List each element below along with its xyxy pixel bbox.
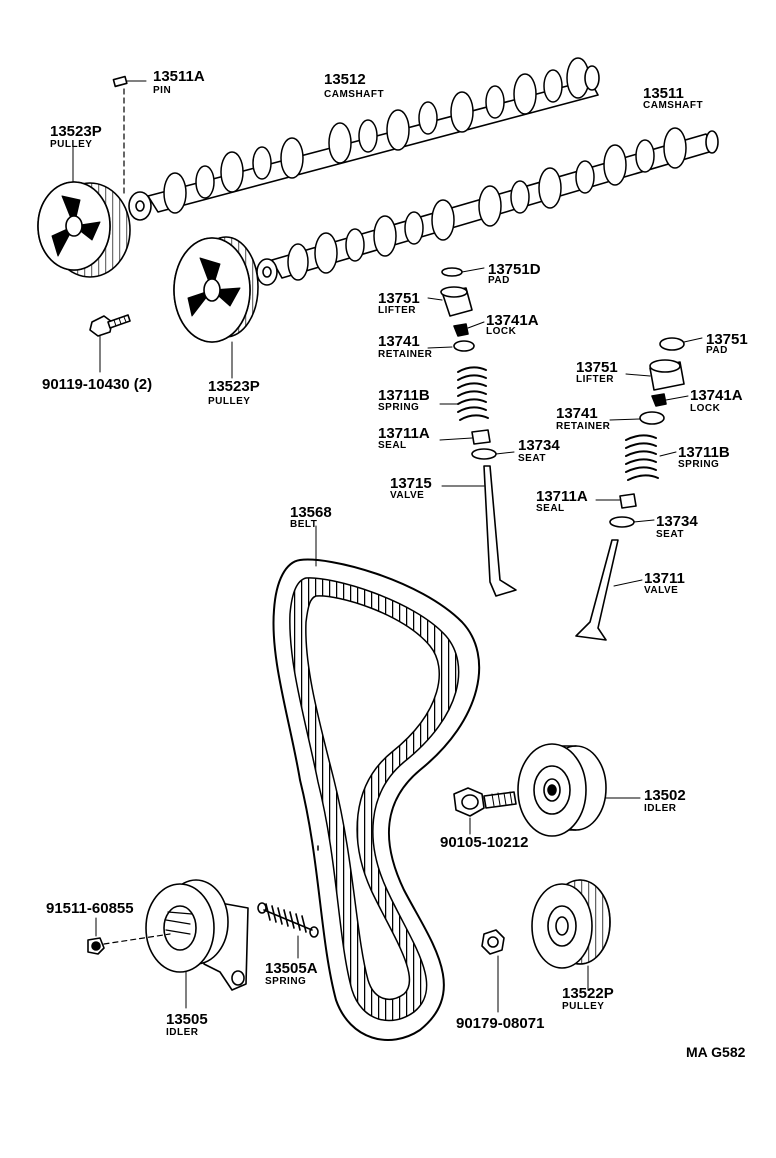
pulley-3-part-name: PULLEY [562,1001,605,1012]
retainer-2-part-name: RETAINER [556,421,611,432]
pulley-2-part-number: 13523P [208,378,260,395]
idler-2-part-name: IDLER [166,1027,199,1038]
pad-1-part-name: PAD [488,275,510,286]
pulley-13522p-drawing [531,879,611,991]
idler-1-part-number: 13502 [644,787,686,804]
seal-1-part-number: 13711A [378,425,430,442]
spring-13505a-drawing [257,902,319,959]
camshaft-1-part-name: CAMSHAFT [324,89,385,100]
pulley-1-part-name: PULLEY [50,139,93,150]
lifter-1-part-number: 13751 [378,290,420,307]
pulley-2-part-name: PULLEY [208,396,251,407]
lock-1-part-number: 13741A [486,312,539,329]
seat-1-part-name: SEAT [518,453,546,464]
valve-1-part-name: VALVE [390,490,425,501]
spring-1-part-name: SPRING [378,402,420,413]
camshaft-13512-drawing [128,57,600,221]
diagram-reference-code: MA G582 [686,1044,746,1060]
valve-2-part-number: 13711 [644,570,685,587]
spring-2-part-name: SPRING [678,459,720,470]
valve-train-right-drawing [575,337,703,641]
seat-2-part-number: 13734 [656,513,698,530]
bolt-3-part-number: 91511-60855 [46,900,134,917]
lock-1-part-name: LOCK [486,326,517,337]
timing-belt-13568-drawing [272,525,481,1041]
idler-13502-drawing [517,743,641,837]
bolt-1-part-number: 90119-10430 (2) [42,376,153,393]
pad-2-part-name: PAD [706,345,728,356]
pulley-13523p-upper-drawing [37,142,131,278]
seal-2-part-name: SEAL [536,503,565,514]
idler-2-part-number: 13505 [166,1011,208,1028]
pulley-3-part-number: 13522P [562,985,614,1002]
nut-part-number: 90179-08071 [456,1015,545,1032]
seat-2-part-name: SEAT [656,529,684,540]
lifter-2-part-name: LIFTER [576,374,614,385]
lock-2-part-number: 13741A [690,387,743,404]
bolt-90105-10212-drawing [453,787,517,835]
pin-13511a-drawing [112,75,147,197]
seat-1-part-number: 13734 [518,437,560,454]
spring-1-part-number: 13711B [378,387,430,404]
pulley-1-part-number: 13523P [50,123,102,140]
pin-part-name: PIN [153,85,172,96]
nut-90179-08071-drawing [481,929,505,1013]
bolt-91511-60855-drawing [87,917,105,955]
retainer-1-part-name: RETAINER [378,349,433,360]
valve-2-part-name: VALVE [644,585,679,596]
camshaft-2-part-name: CAMSHAFT [643,100,704,111]
pad-1-part-number: 13751D [488,261,541,278]
camshaft-1-part-number: 13512 [324,71,366,88]
spring-3-part-number: 13505A [265,960,318,977]
belt-part-number: 13568 [290,504,332,521]
seal-2-part-number: 13711A [536,488,588,505]
pulley-13523p-middle-drawing [173,236,259,379]
valve-train-left-drawing [427,267,517,597]
belt-part-name: BELT [290,519,318,530]
lifter-2-part-number: 13751 [576,359,618,376]
lock-2-part-name: LOCK [690,403,721,414]
idler-1-part-name: IDLER [644,803,677,814]
idler-13505-drawing [103,879,249,1009]
seal-1-part-name: SEAL [378,440,407,451]
retainer-1-part-number: 13741 [378,333,420,350]
camshaft-2-part-number: 13511 [643,85,684,102]
spring-2-part-number: 13711B [678,444,730,461]
camshaft-13511-drawing [256,127,719,286]
lifter-1-part-name: LIFTER [378,305,416,316]
pin-part-number: 13511A [153,68,205,85]
spring-3-part-name: SPRING [265,976,307,987]
valve-1-part-number: 13715 [390,475,432,492]
bolt-2-part-number: 90105-10212 [440,834,529,851]
retainer-2-part-number: 13741 [556,405,598,422]
bolt-90119-10430-drawing [89,314,131,373]
pad-2-part-number: 13751 [706,331,748,348]
